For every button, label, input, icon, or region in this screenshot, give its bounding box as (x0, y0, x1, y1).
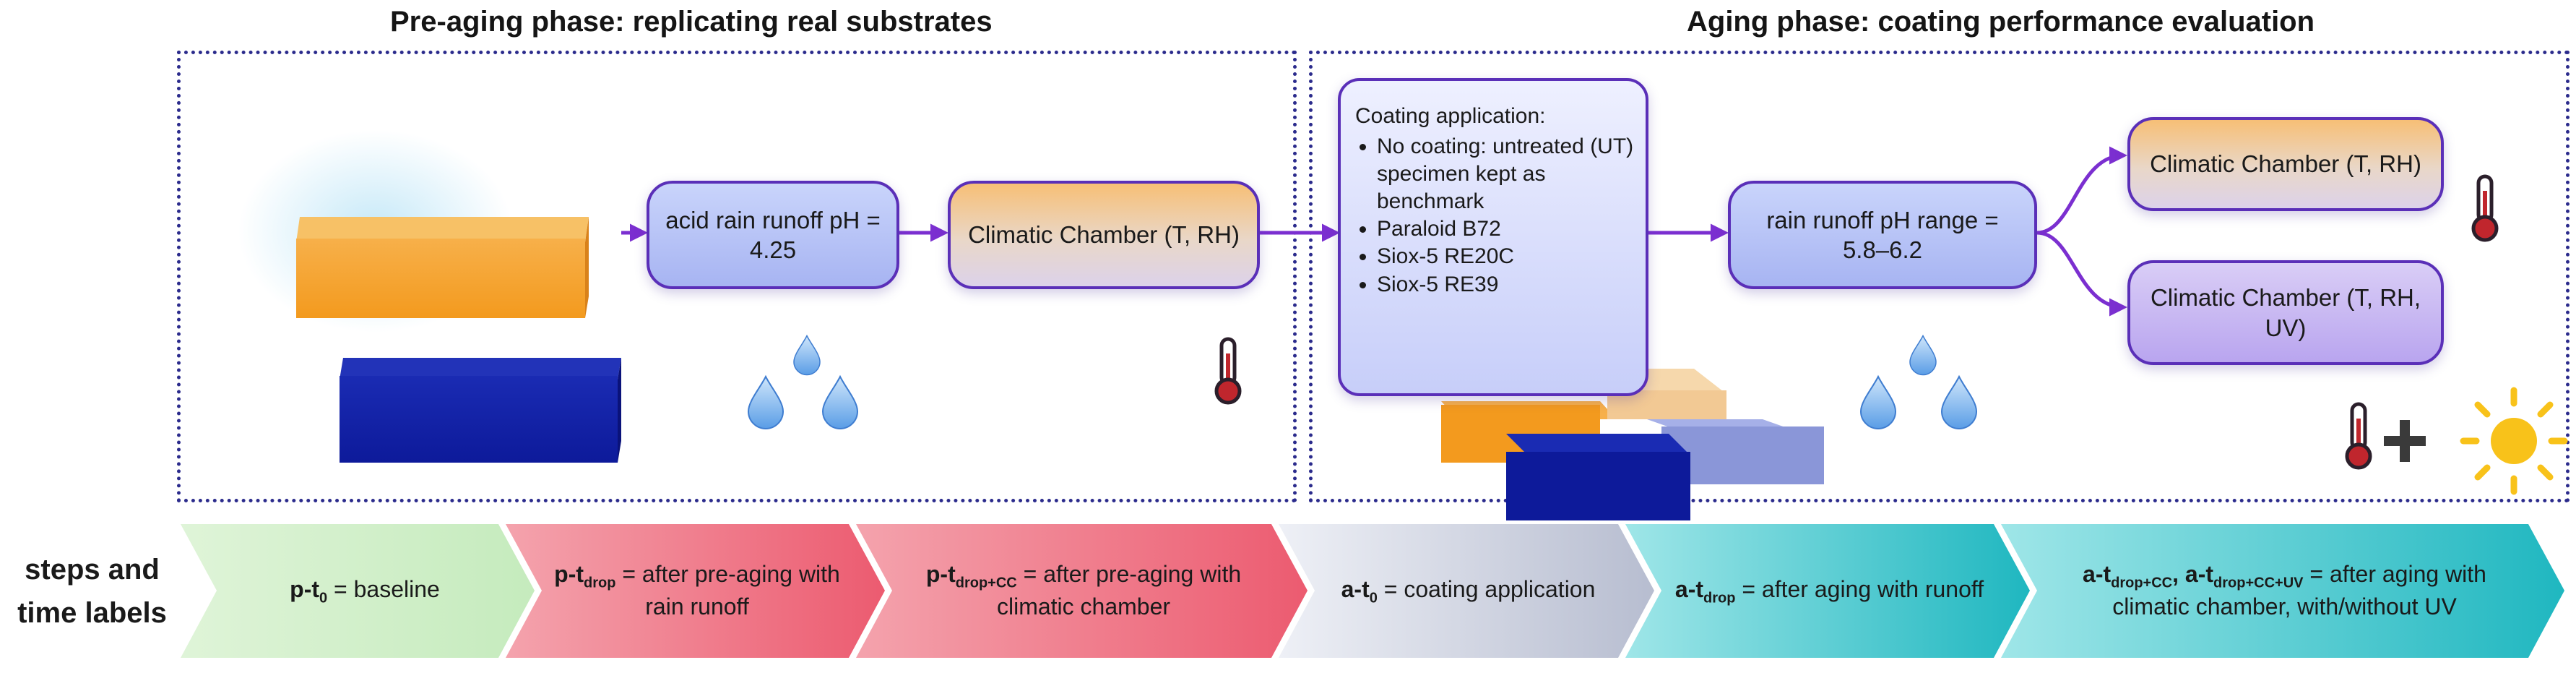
coating-title: Coating application: (1355, 104, 1546, 128)
sun-icon (2460, 387, 2568, 495)
substrate-orange-icon (238, 130, 589, 333)
aging-phase-box (1309, 51, 2569, 502)
coating-application-card: Coating application: No coating: untreat… (1338, 78, 1648, 396)
rain-runoff-node: rain runoff pH range = 5.8–6.2 (1728, 181, 2037, 289)
step-code: a-t (2184, 561, 2214, 587)
thermometer-icon (1216, 339, 1240, 403)
pre-aging-phase-title: Pre-aging phase: replicating real substr… (390, 6, 993, 38)
timeline-step-6-text: a-tdrop+CC, a-tdrop+CC+UV = after aging … (2083, 561, 2486, 620)
water-drops-icon (748, 335, 858, 429)
timeline-step-6-chevron (2001, 524, 2564, 658)
plus-icon (2384, 420, 2426, 462)
climatic-chamber-node-2: Climatic Chamber (T, RH) (2127, 117, 2444, 211)
pre-aging-phase-box (177, 51, 1297, 502)
timeline-step-1-text: p-t0 = baseline (217, 524, 513, 658)
timeline-step-3-chevron (856, 524, 1308, 658)
step-sub: drop+CC+UV (2213, 575, 2304, 591)
step-code: p-t (554, 561, 584, 587)
arrow-up-icon (2036, 146, 2127, 235)
timeline-step-4-chevron (1279, 524, 1654, 658)
step-sub: drop (584, 575, 616, 591)
step-code: a-t (2083, 561, 2112, 587)
step-code: a-t (1341, 575, 1370, 602)
step-desc: = after aging with climatic chamber, wit… (2112, 561, 2486, 620)
climatic-chamber-node-1: Climatic Chamber (T, RH) (948, 181, 1260, 289)
step-sub: drop+CC (2111, 575, 2173, 591)
step-sub: drop (1703, 590, 1736, 606)
water-drops-icon (1860, 335, 1977, 429)
timeline-step-3-text: p-tdrop+CC = after pre-aging with climat… (896, 524, 1271, 658)
timeline-step-5-chevron (1625, 524, 2030, 658)
timeline-step-5-text: a-tdrop = after aging with runoff (1665, 524, 1994, 658)
coating-item: Paraloid B72 (1377, 215, 1634, 243)
step-code: p-t (925, 561, 956, 587)
step-sub: drop+CC (955, 575, 1017, 591)
step-code: p-t (290, 575, 320, 602)
step-desc: = after aging with runoff (1735, 575, 1984, 602)
timeline-step-4-text: a-t0 = coating application (1318, 524, 1618, 658)
substrate-blue-icon (340, 358, 621, 463)
coated-substrates-icon (1441, 369, 1824, 520)
step-desc: = after pre-aging with climatic chamber (996, 561, 1242, 620)
coating-item: No coating: untreated (UT) specimen kept… (1377, 133, 1634, 215)
timeline-step-2-chevron (506, 524, 885, 658)
step-desc: = coating application (1377, 575, 1596, 602)
aging-phase-title: Aging phase: coating performance evaluat… (1687, 6, 2315, 38)
step-sub: 0 (319, 590, 328, 606)
coating-item: Siox-5 RE39 (1377, 271, 1634, 299)
step-desc: = baseline (327, 575, 440, 602)
steps-label: steps and time labels (17, 554, 167, 629)
timeline-step-2-text: p-tdrop = after pre-aging with rain runo… (545, 524, 849, 658)
climatic-chamber-uv-node: Climatic Chamber (T, RH, UV) (2127, 260, 2444, 365)
thermometer-icon (2347, 404, 2370, 468)
coating-item: Siox-5 RE20C (1377, 243, 1634, 270)
thermometer-icon (2473, 176, 2497, 240)
timeline-step-1-chevron (181, 524, 535, 658)
step-sub: 0 (1369, 590, 1378, 606)
step-desc: = after pre-aging with rain runoff (615, 561, 840, 620)
coating-list: No coating: untreated (UT) specimen kept… (1355, 133, 1634, 299)
step-code: a-t (1674, 575, 1704, 602)
arrow-down-icon (2036, 231, 2127, 317)
acid-rain-node: acid rain runoff pH = 4.25 (647, 181, 899, 289)
